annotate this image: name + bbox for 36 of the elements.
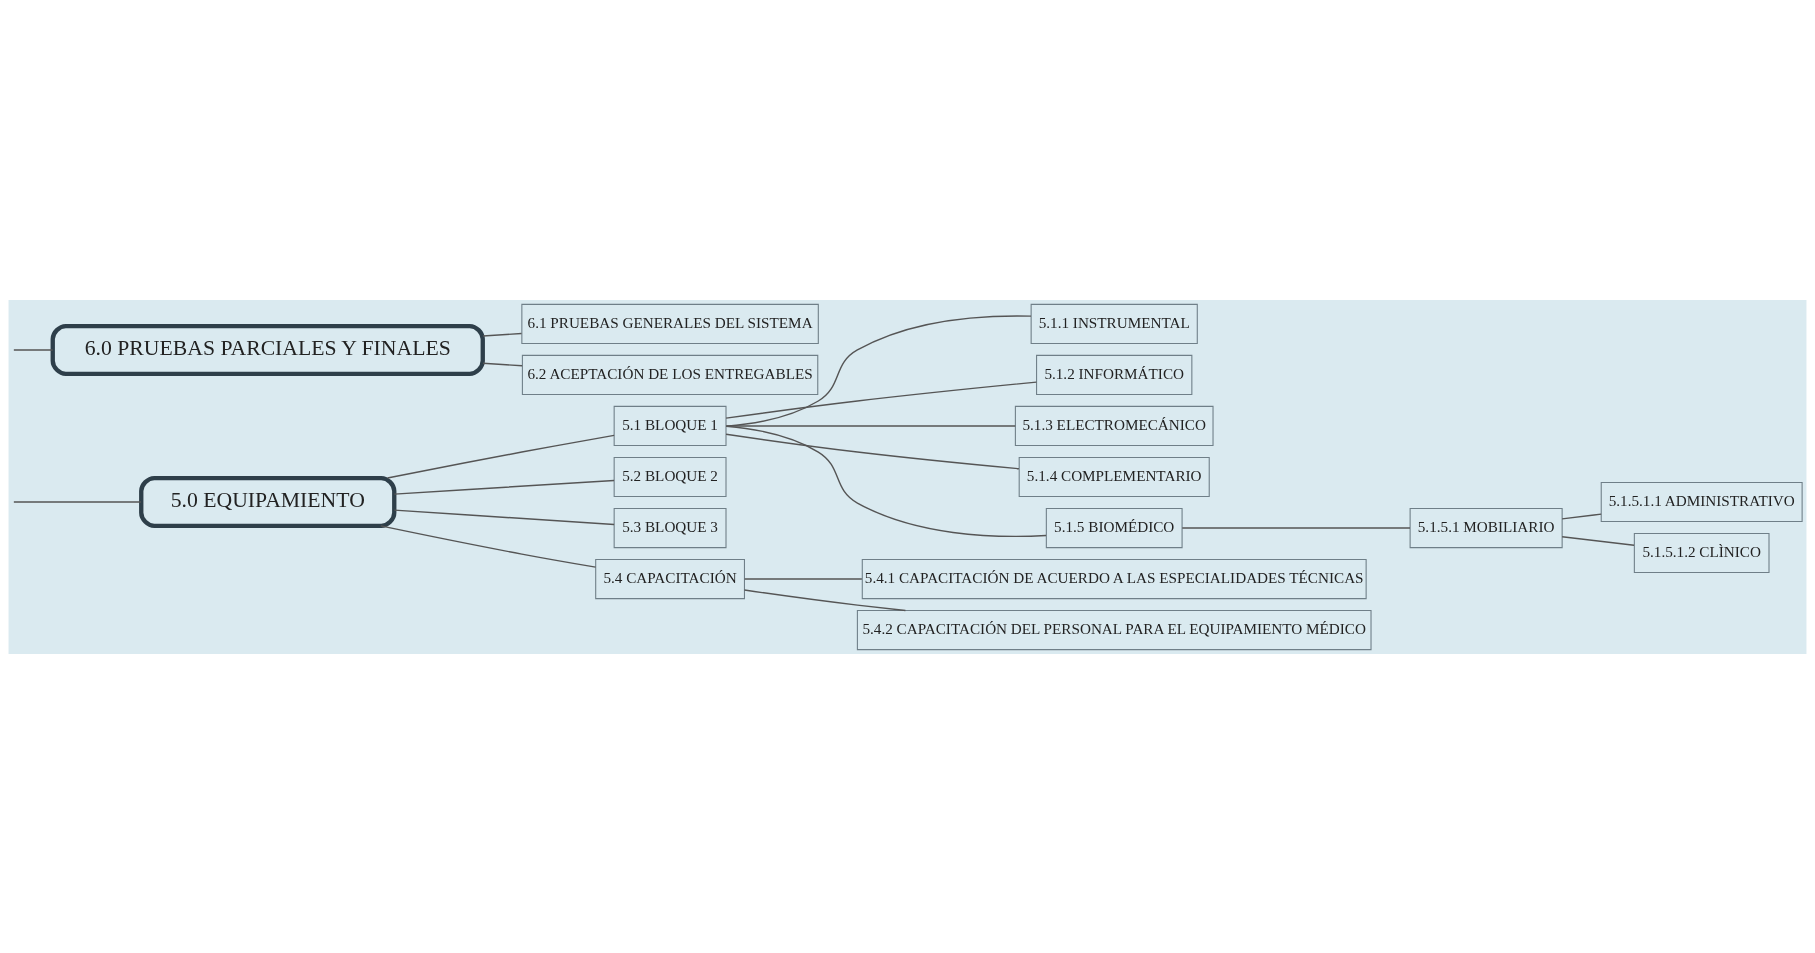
node-box: 5.1.3 ELECTROMECÁNICO [1014,405,1214,446]
connector [380,524,597,568]
node-box: 5.0 EQUIPAMIENTO [139,475,397,528]
connector [725,314,1032,427]
node-box: 5.1.5.1 MOBILIARIO [1409,507,1563,548]
node-box: 6.1 PRUEBAS GENERALES DEL SISTEMA [521,303,819,344]
node-box: 6.0 PRUEBAS PARCIALES Y FINALES [50,323,485,376]
connector [482,332,523,337]
node-box: 5.3 BLOQUE 3 [613,507,727,548]
node-box: 6.2 ACEPTACIÓN DE LOS ENTREGABLES [521,354,819,395]
connector [1561,512,1602,520]
connector [13,500,142,503]
connector [725,425,1047,537]
connector [743,588,907,611]
node-box: 5.4.1 CAPACITACIÓN DE ACUERDO A LAS ESPECIALIDADES TÉCNICAS [861,558,1367,599]
connector [482,362,523,366]
node-box: 5.1 BLOQUE 1 [613,405,727,446]
node-box: 5.1.5 BIOMÉDICO [1045,507,1183,548]
node-box: 5.4.2 CAPACITACIÓN DEL PERSONAL PARA EL EQUIPAMIENTO MÉDICO [856,609,1372,650]
connector [13,348,54,351]
node-box: 5.2 BLOQUE 2 [613,456,727,497]
connector [1181,526,1411,529]
connector [1561,535,1635,546]
connector [743,577,863,580]
node-box: 5.4 CAPACITACIÓN [595,558,745,599]
node-box: 5.1.4 COMPLEMENTARIO [1018,456,1210,497]
connector [393,508,615,525]
connector [393,479,615,495]
connector [386,434,615,479]
node-box: 5.1.5.1.1 ADMINISTRATIVO [1600,481,1803,522]
connector [725,433,1020,469]
node-box: 5.1.2 INFORMÁTICO [1036,354,1193,395]
node-box: 5.1.5.1.2 CLÌNICO [1633,532,1770,573]
connector [725,424,1016,427]
node-box: 5.1.1 INSTRUMENTAL [1030,303,1198,344]
connector [725,380,1038,419]
